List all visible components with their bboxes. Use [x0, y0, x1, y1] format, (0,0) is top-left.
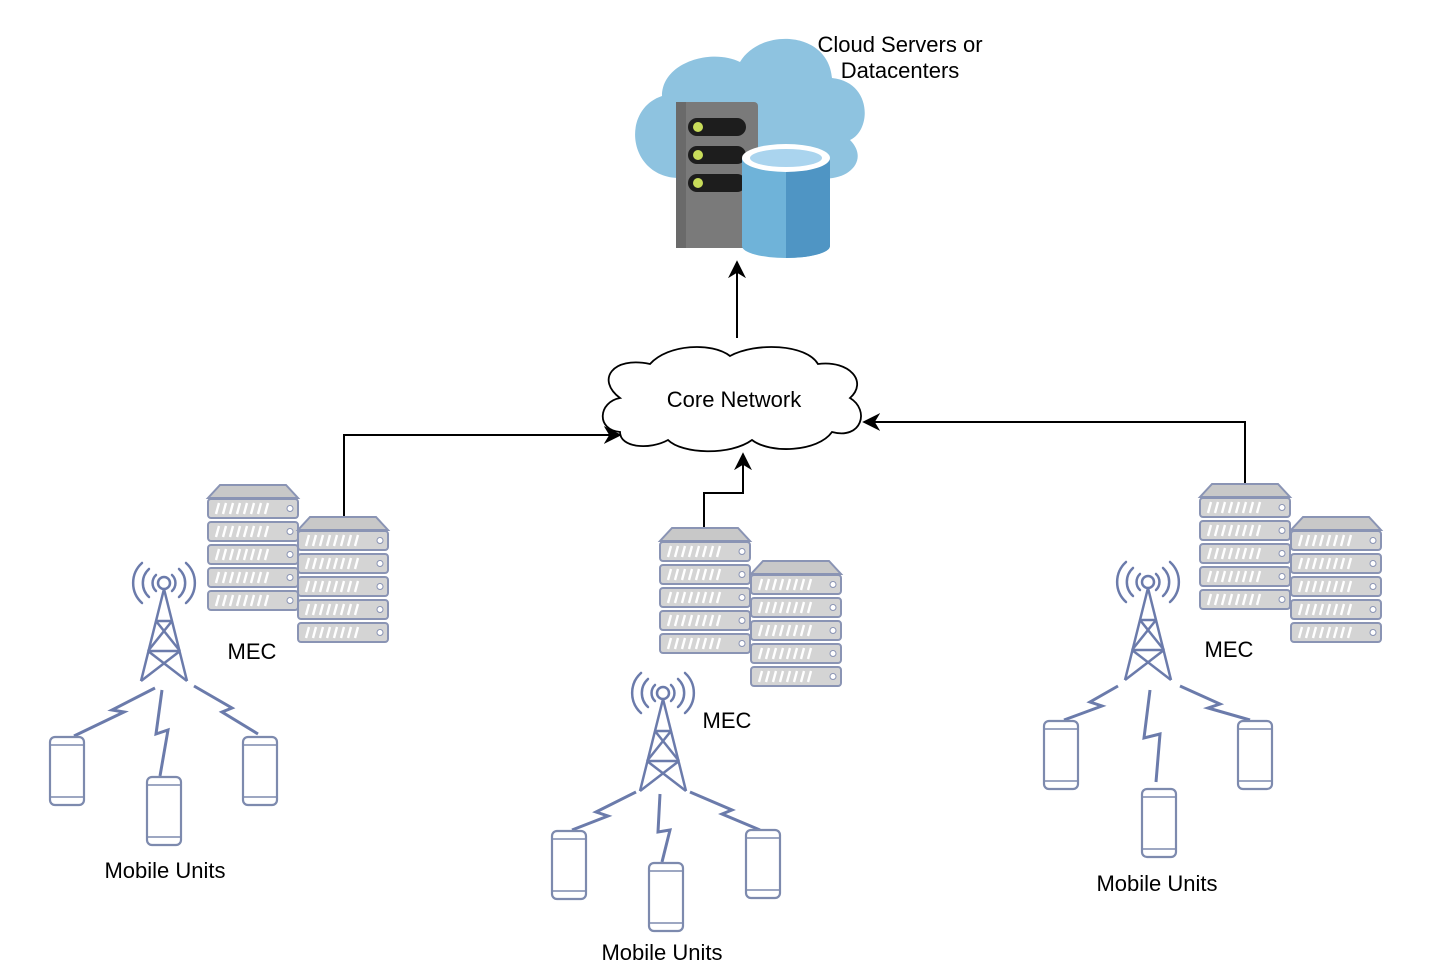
core-network-label: Core Network	[667, 387, 802, 412]
smartphone-icon	[145, 775, 183, 847]
server-rack-icon	[1291, 517, 1381, 642]
mobile-units-right-label: Mobile Units	[1096, 871, 1217, 896]
lightning-link-icon	[73, 684, 259, 777]
cloud-label-line2: Datacenters	[841, 58, 960, 83]
server-rack-icon	[751, 561, 841, 686]
arrow-right-mec-to-core	[862, 413, 1246, 484]
mobile-units-center-label: Mobile Units	[601, 940, 722, 965]
cell-tower-icon	[630, 671, 696, 793]
server-rack-icon	[660, 528, 750, 653]
smartphone-icon	[647, 861, 685, 933]
mec-right-label: MEC	[1205, 637, 1254, 662]
lightning-link-icon	[1063, 684, 1251, 783]
server-rack-icon	[298, 517, 388, 642]
smartphone-icon	[48, 735, 86, 807]
mec-center	[550, 528, 841, 933]
arrow-left-mec-to-core	[343, 426, 622, 517]
cloud-label-line1: Cloud Servers or	[817, 32, 982, 57]
core-network-cloud-icon	[601, 346, 862, 453]
cell-tower-icon	[131, 561, 197, 683]
mobile-units-left-label: Mobile Units	[104, 858, 225, 883]
mec-center-label: MEC	[703, 708, 752, 733]
smartphone-icon	[550, 829, 588, 901]
smartphone-icon	[1140, 787, 1178, 859]
server-rack-icon	[1200, 484, 1290, 609]
arrow-center-mec-to-core	[703, 452, 752, 528]
connector-lines	[343, 260, 1246, 528]
mec-left-label: MEC	[228, 639, 277, 664]
mec-left	[48, 485, 388, 847]
smartphone-icon	[1236, 719, 1274, 791]
server-rack-icon	[208, 485, 298, 610]
smartphone-icon	[744, 828, 782, 900]
cloud-datacenter-icon	[635, 38, 865, 258]
cell-tower-icon	[1115, 560, 1181, 682]
mec-right	[1042, 484, 1381, 859]
smartphone-icon	[1042, 719, 1080, 791]
smartphone-icon	[241, 735, 279, 807]
lightning-link-icon	[571, 790, 761, 863]
